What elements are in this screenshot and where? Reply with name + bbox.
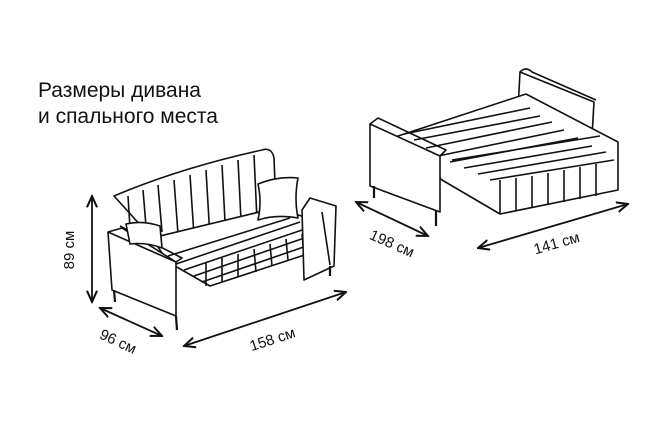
front-armrest [369, 123, 441, 213]
bed-legs [372, 186, 438, 226]
mattress-seams [403, 107, 615, 181]
backrest-channels [127, 154, 259, 243]
depth-dimension-line [100, 308, 162, 336]
folded-sofa-drawing [107, 148, 337, 331]
left-armrest [107, 227, 177, 317]
title-line-1: Размеры дивана [38, 79, 201, 102]
sofa-backrest [113, 148, 277, 239]
dimension-lines [92, 196, 628, 346]
mattress [391, 93, 619, 215]
sofa-legs [112, 266, 332, 331]
right-armrest [301, 197, 337, 281]
width-dimension-line [184, 292, 346, 346]
bed-width-dimension-line [478, 204, 628, 248]
title-line-2: и спального места [38, 105, 218, 128]
cushion [257, 176, 299, 221]
left-cushion [125, 221, 163, 249]
unfolded-sofa-drawing [369, 68, 619, 226]
mattress-front-channels [499, 164, 597, 214]
bed-length-label: 198 см [367, 227, 417, 262]
bed-width-label: 141 см [532, 229, 582, 258]
sofa-depth-label: 96 см [97, 326, 139, 358]
diagram-title: Размеры дивана и спального места [38, 78, 218, 130]
sofa-height-label: 89 см [61, 231, 78, 270]
bed-length-dimension-line [356, 202, 428, 236]
sofa-width-label: 158 см [248, 324, 298, 355]
